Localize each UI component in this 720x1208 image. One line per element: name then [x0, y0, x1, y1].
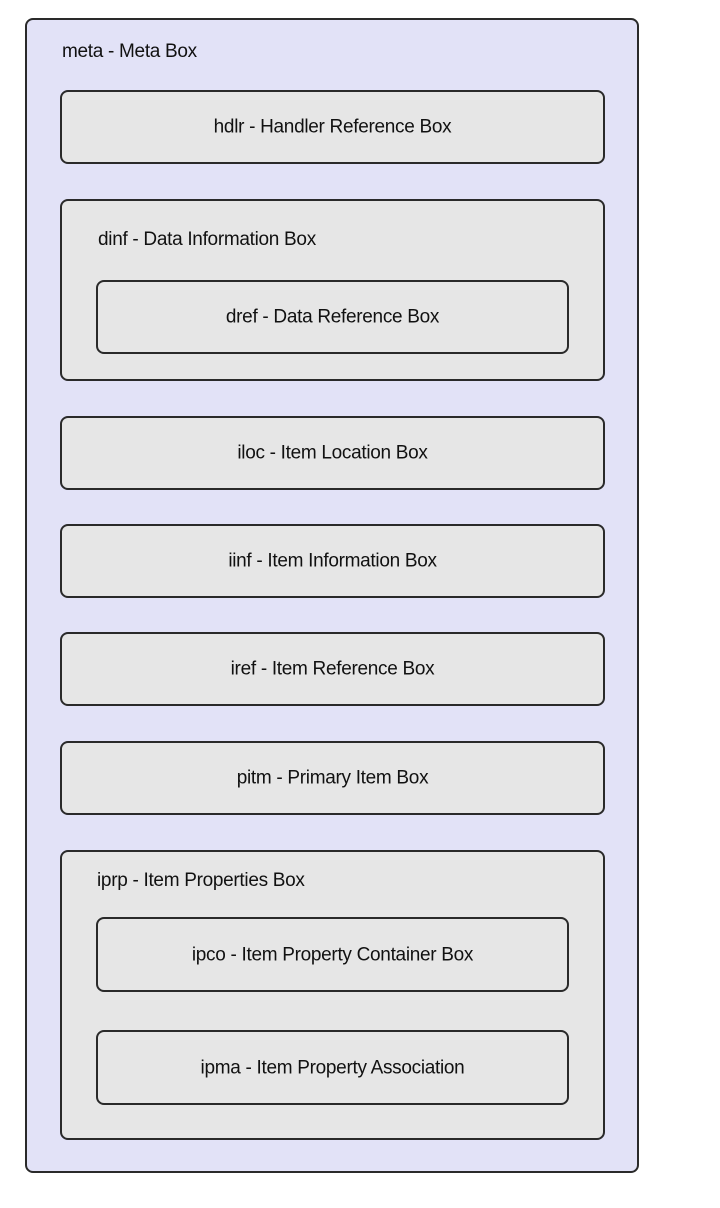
dinf-box-label: dinf - Data Information Box: [98, 229, 316, 250]
ipma-box-label: ipma - Item Property Association: [200, 1057, 465, 1078]
pitm-box-label: pitm - Primary Item Box: [236, 767, 429, 789]
iloc-box: iloc - Item Location Box: [60, 416, 605, 490]
pitm-box: pitm - Primary Item Box: [60, 741, 605, 815]
ipco-box: ipco - Item Property Container Box: [96, 917, 569, 992]
dref-box-label: dref - Data Reference Box: [225, 306, 440, 328]
iloc-box-label: iloc - Item Location Box: [237, 442, 428, 464]
meta-box-label: meta - Meta Box: [62, 41, 197, 62]
iinf-box: iinf - Item Information Box: [60, 524, 605, 598]
hdlr-box: hdlr - Handler Reference Box: [60, 90, 605, 164]
iinf-box-label: iinf - Item Information Box: [228, 550, 437, 572]
iref-box-label: iref - Item Reference Box: [230, 658, 435, 680]
iref-box: iref - Item Reference Box: [60, 632, 605, 706]
iprp-box-label: iprp - Item Properties Box: [97, 870, 305, 891]
dref-box: dref - Data Reference Box: [96, 280, 569, 354]
ipco-box-label: ipco - Item Property Container Box: [191, 944, 474, 965]
hdlr-box-label: hdlr - Handler Reference Box: [213, 116, 452, 138]
ipma-box: ipma - Item Property Association: [96, 1030, 569, 1105]
